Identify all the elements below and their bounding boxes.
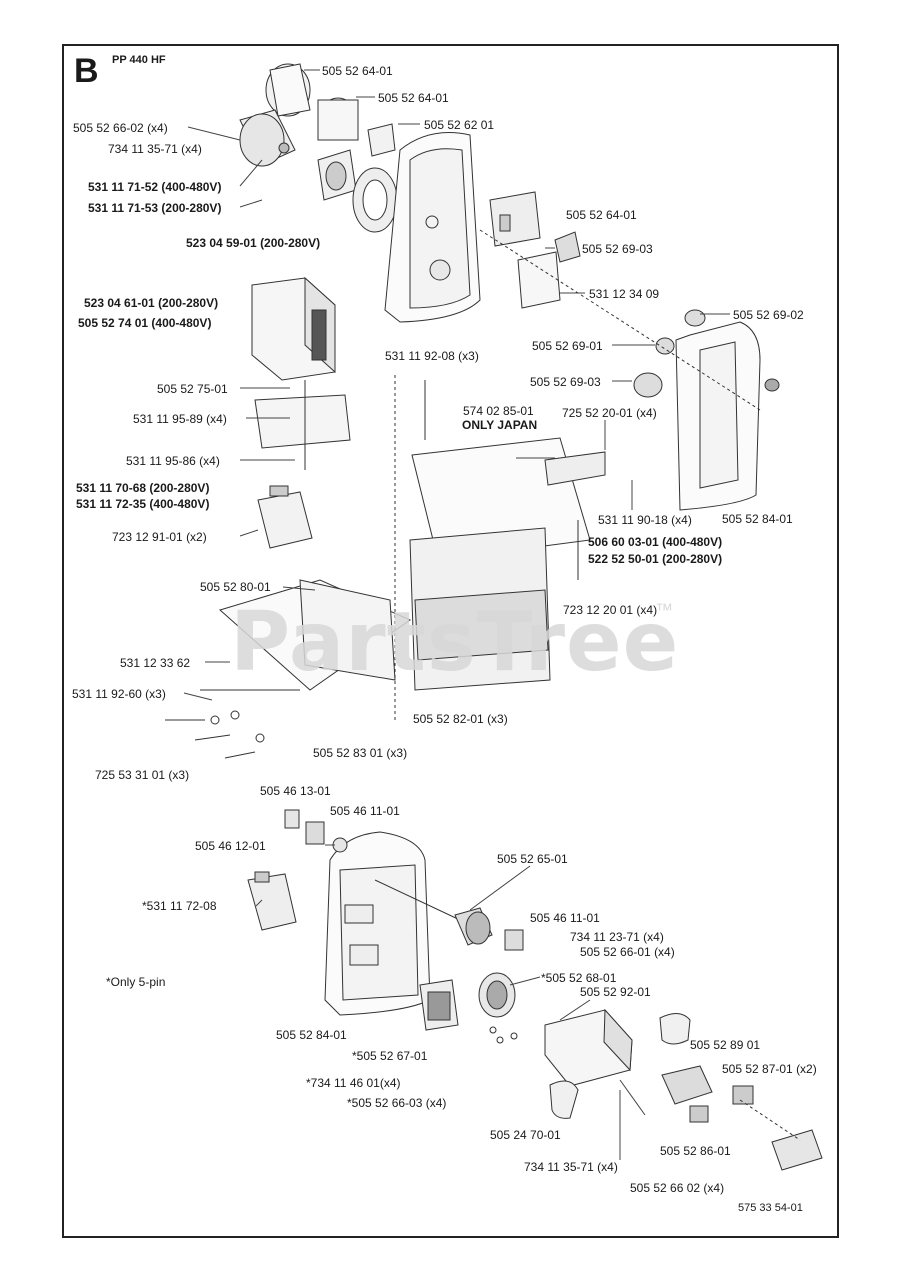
part-label: 505 52 80-01: [200, 580, 271, 594]
part-label: 531 11 71-53 (200-280V): [88, 201, 222, 215]
part-label: 505 52 75-01: [157, 382, 228, 396]
part-label: 505 52 83 01 (x3): [313, 746, 408, 760]
part-label: 505 46 12-01: [195, 839, 266, 853]
part-label: 523 04 61-01 (200-280V): [84, 296, 219, 310]
watermark: PartsTree: [230, 595, 680, 690]
part-label: 531 11 71-52 (400-480V): [88, 180, 222, 194]
part-label: 531 11 72-35 (400-480V): [76, 497, 210, 511]
part-label: 505 52 69-02: [733, 308, 804, 322]
part-label: 522 52 50-01 (200-280V): [588, 552, 723, 566]
part-label: *505 52 67-01: [352, 1049, 428, 1063]
part-label: 505 52 92-01: [580, 985, 651, 999]
part-label: 505 52 64-01: [322, 64, 393, 78]
watermark-trademark: ™: [655, 600, 673, 620]
part-label: 505 46 11-01: [330, 804, 400, 818]
terminal-blocks: [661, 1065, 823, 1171]
back-panel: [384, 132, 481, 323]
part-label: *734 11 46 01(x4): [306, 1076, 401, 1090]
part-label: 505 46 13-01: [260, 784, 331, 798]
part-label: 505 52 66 02 (x4): [630, 1181, 725, 1195]
part-label: *531 11 72-08: [142, 899, 217, 913]
part-label: 725 52 20-01 (x4): [562, 406, 657, 420]
part-label: 531 11 90-18 (x4): [598, 513, 692, 527]
part-label: 505 52 69-03: [530, 375, 601, 389]
contactor: [257, 485, 313, 549]
diagram-frame: [62, 44, 839, 1238]
control-pcb: [165, 375, 412, 759]
part-label: 505 52 66-01 (x4): [580, 945, 675, 959]
fan-motor: [239, 63, 398, 233]
part-label: 505 52 69-03: [582, 242, 653, 256]
power-module: [251, 276, 336, 381]
part-label: 531 12 33 62: [120, 656, 191, 670]
part-label: 505 52 82-01 (x3): [413, 712, 508, 726]
part-label: 505 52 87-01 (x2): [722, 1062, 817, 1076]
part-label: 734 11 35-71 (x4): [108, 142, 202, 156]
part-label: *505 52 66-03 (x4): [347, 1096, 447, 1110]
model-name: PP 440 HF: [112, 54, 166, 66]
part-label: 505 52 64-01: [566, 208, 637, 222]
figure-number: 575 33 54-01: [738, 1202, 803, 1214]
part-label: 505 52 65-01: [497, 852, 568, 866]
part-label: 505 52 62 01: [424, 118, 495, 132]
part-label: 505 52 84-01: [722, 512, 793, 526]
part-label: 505 52 64-01: [378, 91, 449, 105]
part-label: 734 11 23-71 (x4): [570, 930, 664, 944]
part-label: 734 11 35-71 (x4): [524, 1160, 618, 1174]
part-label: 531 11 95-86 (x4): [126, 454, 220, 468]
part-label: 505 52 86-01: [660, 1144, 731, 1158]
part-label: 531 12 34 09: [589, 287, 660, 301]
leader-lines: [183, 69, 730, 1160]
part-label: 723 12 91-01 (x2): [112, 530, 207, 544]
part-label: 725 53 31 01 (x3): [95, 768, 190, 782]
part-label: 505 52 74 01 (400-480V): [78, 316, 212, 330]
inverter-heatsink: [409, 380, 606, 691]
part-label: 531 11 70-68 (200-280V): [76, 481, 210, 495]
part-label: *505 52 68-01: [541, 971, 617, 985]
part-label: 505 24 70-01: [490, 1128, 561, 1142]
note-label: ONLY JAPAN: [462, 418, 538, 432]
breaker: [247, 871, 297, 931]
part-label: 505 52 89 01: [690, 1038, 761, 1052]
part-label: 505 52 84-01: [276, 1028, 347, 1042]
mounting-bracket: [254, 380, 351, 470]
part-label: 574 02 85-01: [463, 404, 534, 418]
footnote: *Only 5-pin: [106, 975, 166, 989]
side-panel-right: [479, 229, 780, 511]
part-label: 531 11 95-89 (x4): [133, 412, 227, 426]
part-label: 506 60 03-01 (400-480V): [588, 535, 723, 549]
relay-block: [489, 191, 581, 309]
section-letter: B: [74, 52, 99, 90]
part-label: 505 52 69-01: [532, 339, 603, 353]
part-label: 531 11 92-60 (x3): [72, 687, 166, 701]
front-panel: [324, 831, 431, 1016]
part-label: 505 52 66-02 (x4): [73, 121, 168, 135]
outlet-socket: [419, 972, 518, 1044]
part-label: 723 12 20 01 (x4): [563, 603, 658, 617]
part-label: 505 46 11-01: [530, 911, 600, 925]
part-label: 531 11 92-08 (x3): [385, 349, 479, 363]
connector-socket: [374, 879, 524, 951]
part-label: 523 04 59-01 (200-280V): [186, 236, 321, 250]
terminal-bracket: [544, 1008, 691, 1119]
rocker-switch: [284, 809, 348, 853]
